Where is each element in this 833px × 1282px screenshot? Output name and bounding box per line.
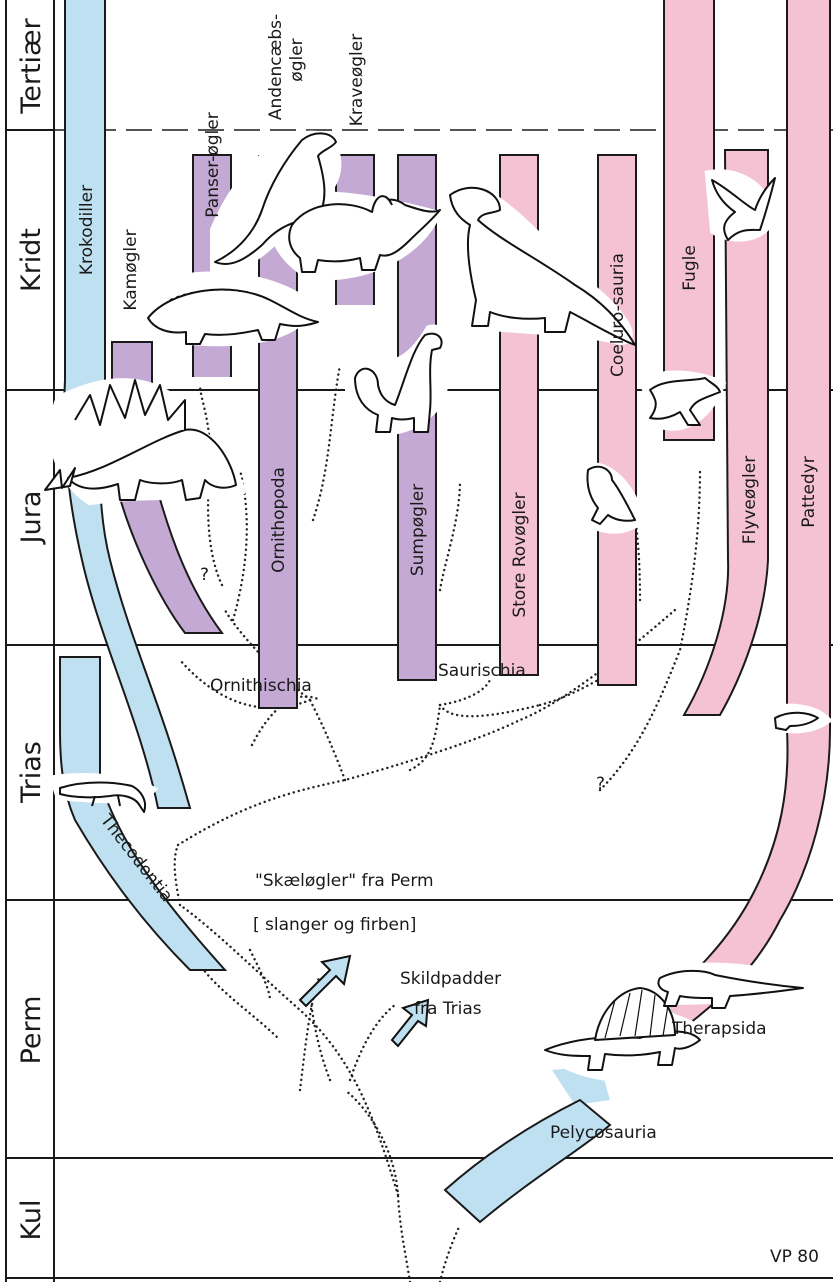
period-kridt: Kridt [16, 228, 47, 292]
note-skildpadder-1: Skildpadder [400, 969, 501, 989]
label-kraveoegler: Kraveøgler [347, 34, 367, 126]
label-kamoegler: Kamøgler [121, 229, 141, 310]
label-andencaebs-2: øgler [287, 38, 307, 81]
label-pattedyr: Pattedyr [799, 456, 819, 528]
label-krokodiller: Krokodiller [77, 185, 97, 275]
coelurosauria-band [598, 155, 636, 685]
question-mark-1: ? [200, 565, 209, 585]
period-kul: Kul [16, 1200, 47, 1241]
label-saurischia: Saurischia [438, 661, 526, 681]
label-ornithischia: Ornithischia [210, 676, 312, 696]
label-therapsida: Therapsida [671, 1019, 767, 1039]
question-mark-2: ? [596, 774, 605, 794]
period-perm: Perm [16, 996, 47, 1065]
period-jura: Jura [16, 491, 47, 546]
pelycosauria-band [445, 1100, 610, 1222]
label-ornithopoda: Ornithopoda [269, 467, 289, 573]
label-panseroegler: Panser-øgler [203, 112, 223, 217]
period-tertiaer: Tertiær [16, 17, 47, 114]
arrow-up-icon [300, 956, 350, 1006]
period-trias: Trias [16, 741, 47, 804]
label-coelurosauria: Coeluro-sauria [608, 253, 628, 377]
note-skaeloegler: "Skæløgler" fra Perm [255, 871, 434, 891]
label-pelycosauria: Pelycosauria [550, 1123, 657, 1143]
label-store-rovoegler: Store Rovøgler [510, 492, 530, 617]
credit-label: VP 80 [770, 1247, 819, 1267]
label-fugle: Fugle [680, 245, 700, 291]
note-skildpadder-2: fra Trias [414, 999, 482, 1019]
label-andencaebs-1: Andencæbs- [266, 14, 286, 120]
note-slanger-og-firben: [ slanger og firben] [253, 915, 416, 935]
label-flyveoegler: Flyveøgler [740, 456, 760, 544]
label-sumpoegler: Sumpøgler [408, 484, 428, 576]
